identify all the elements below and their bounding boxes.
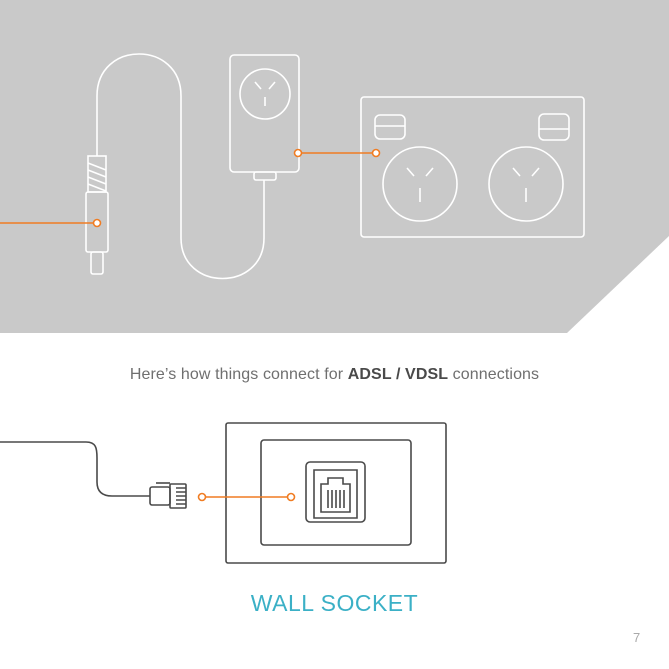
caption-bold: ADSL / VDSL <box>348 366 448 383</box>
orange-callout-bottom <box>199 494 295 501</box>
page-number: 7 <box>633 630 640 645</box>
caption-suffix: connections <box>448 366 539 383</box>
phone-cable <box>0 442 150 496</box>
caption-prefix: Here’s how things connect for <box>130 366 348 383</box>
rj11-connector-icon <box>150 483 186 508</box>
connection-caption: Here’s how things connect for ADSL / VDS… <box>0 366 669 384</box>
phone-wall-socket-icon <box>226 423 446 563</box>
gray-panel <box>0 0 669 333</box>
wall-socket-label: WALL SOCKET <box>0 590 669 617</box>
